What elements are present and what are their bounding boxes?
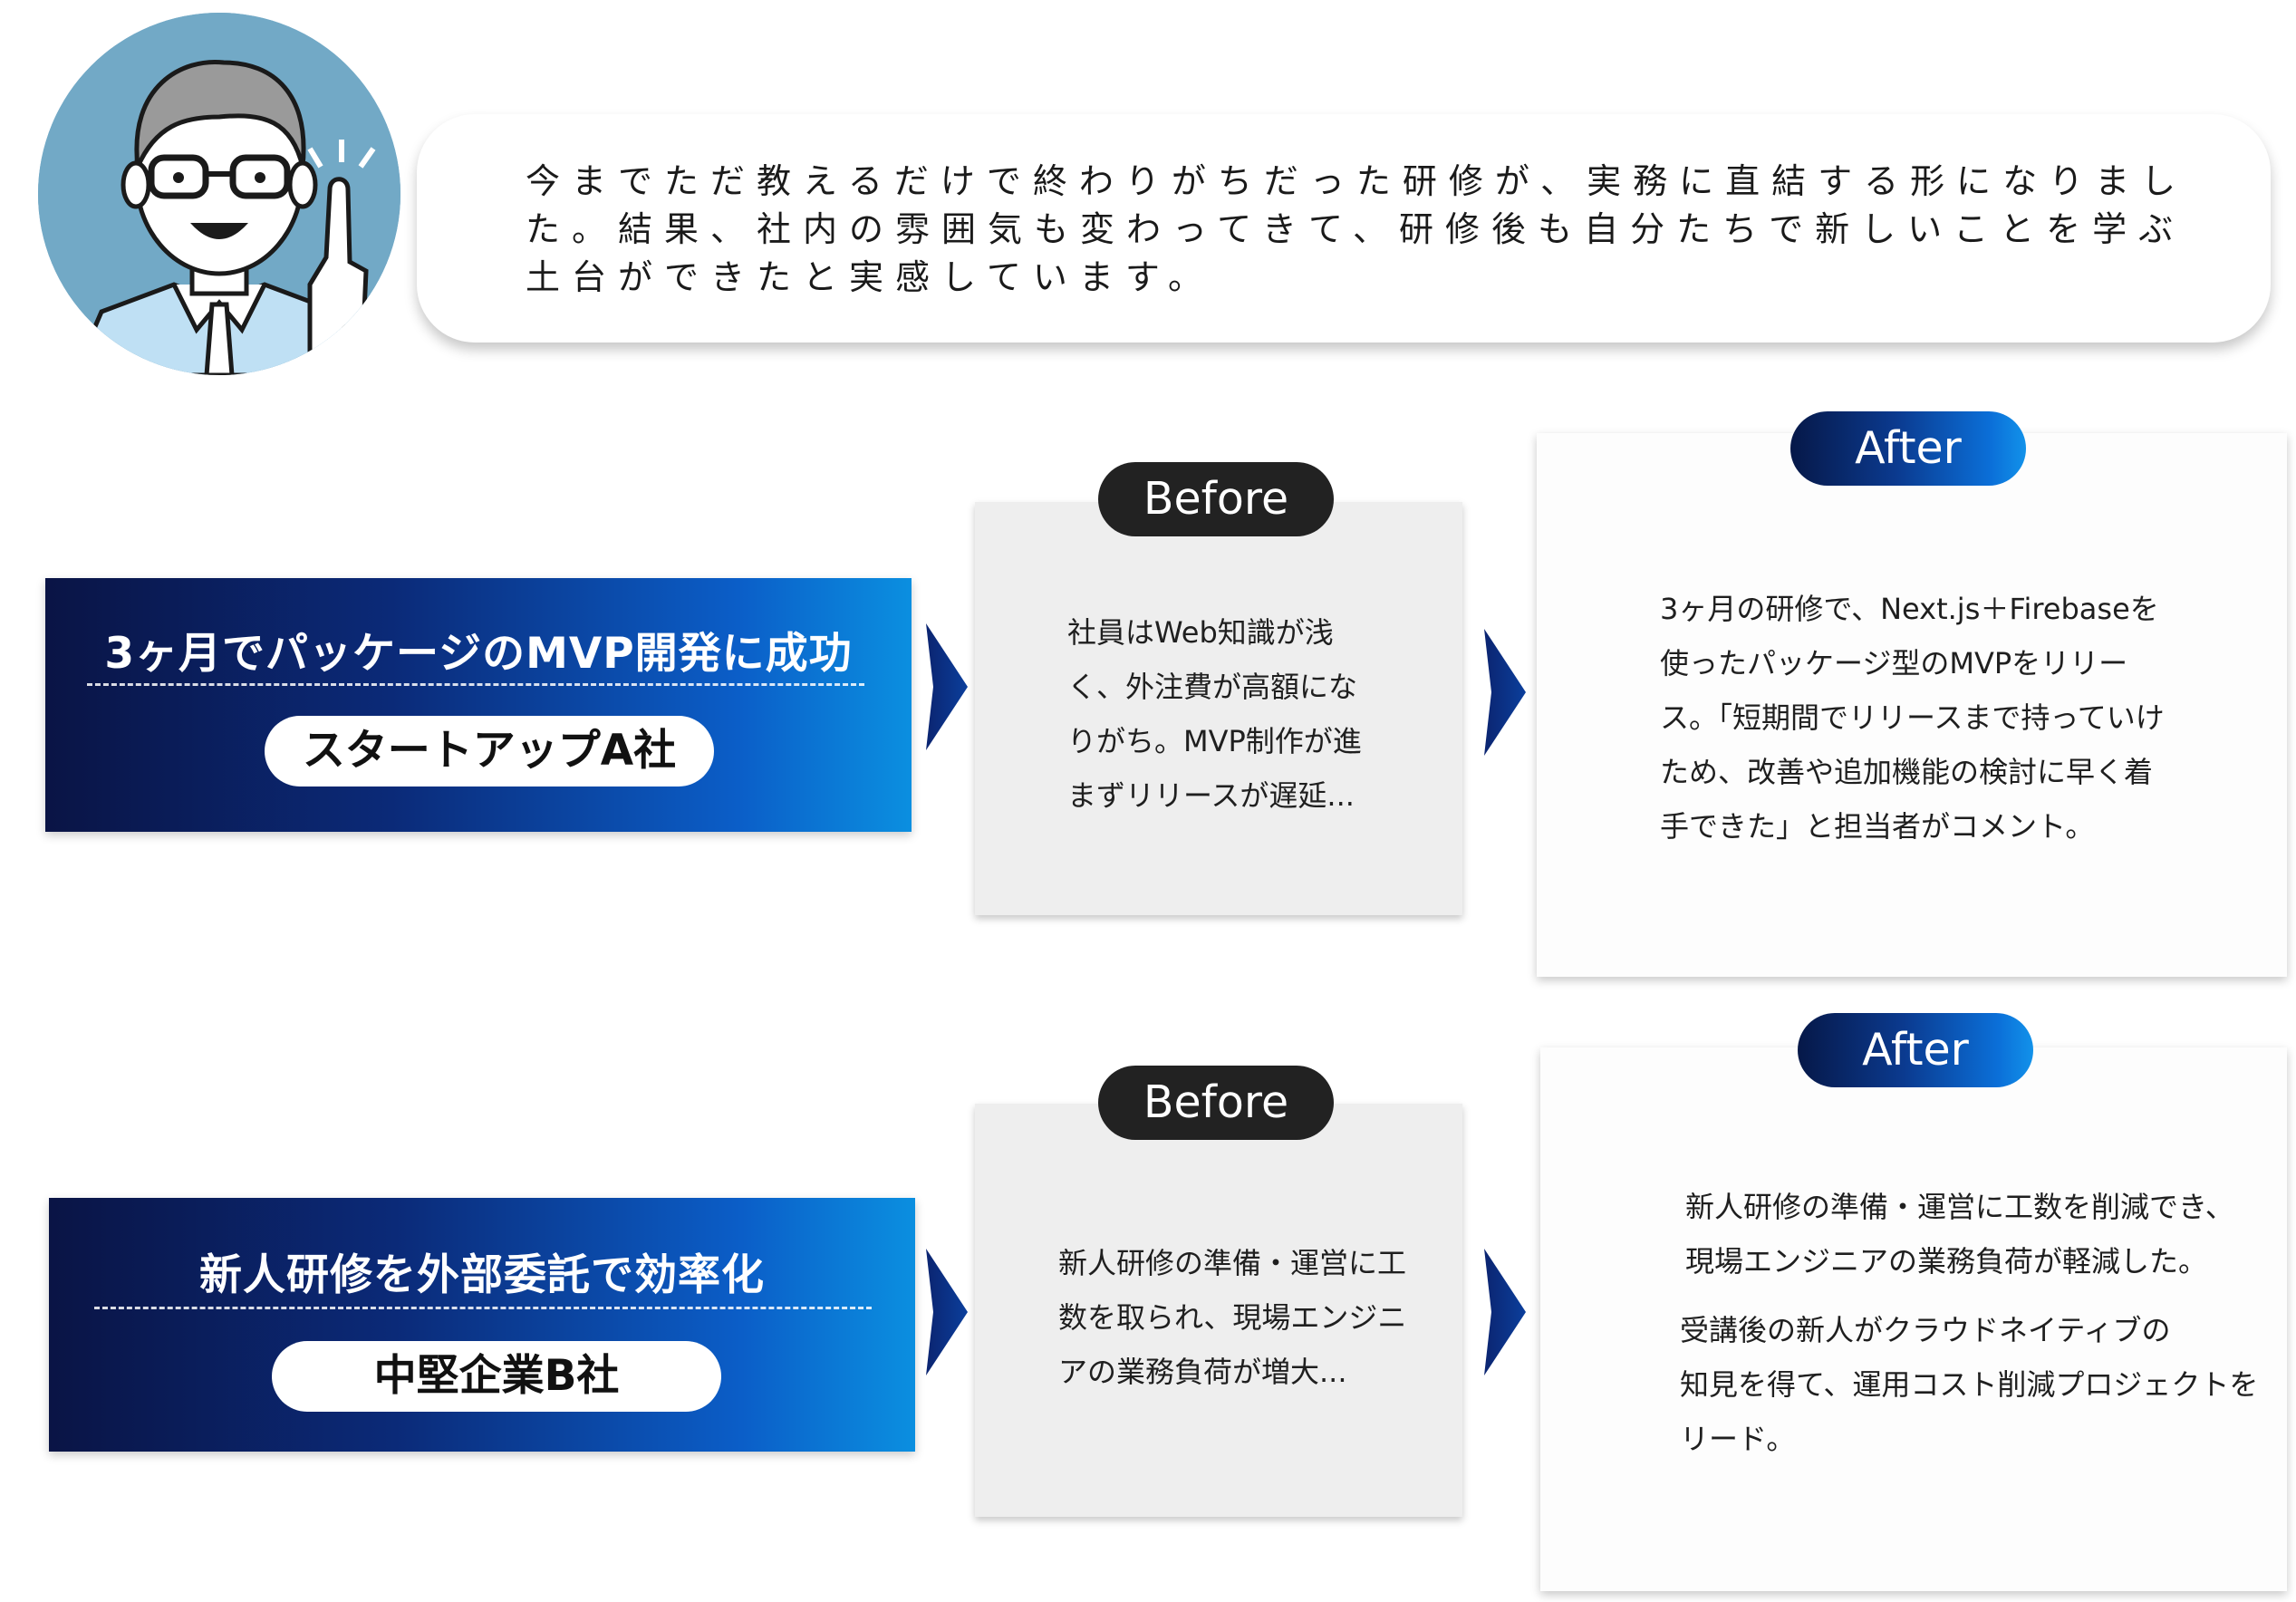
case-b-before-card: 新人研修の準備・運営に工 数を取られ、現場エンジニ アの業務負荷が増大... [975, 1104, 1462, 1517]
case-a-before-card: 社員はWeb知識が浅 く、外注費が高額にな りがち。MVP制作が進 まずリリース… [975, 502, 1462, 915]
case-a-after-text: 3ヶ月の研修で、Next.js＋Firebaseを 使ったパッケージ型のMVPを… [1660, 592, 2165, 844]
arrow-right-icon [926, 623, 968, 750]
avatar-illustration [38, 13, 400, 375]
case-a-banner: 3ヶ月でパッケージのMVP開発に成功 スタートアップA社 [45, 578, 912, 832]
man-pointing-icon [38, 13, 400, 375]
case-b-after-text-1: 新人研修の準備・運営に工数を削減でき、 現場エンジニアの業務負荷が軽減した。 [1685, 1190, 2234, 1279]
speech-bubble [417, 114, 2271, 343]
dashed-divider [94, 1307, 872, 1309]
case-a-company: スタートアップA社 [265, 716, 714, 787]
case-a-after-card: 3ヶ月の研修で、Next.js＋Firebaseを 使ったパッケージ型のMVPを… [1537, 433, 2287, 977]
arrow-right-icon [1484, 1249, 1526, 1375]
case-b-after-card: 新人研修の準備・運営に工数を削減でき、 現場エンジニアの業務負荷が軽減した。 受… [1540, 1047, 2287, 1591]
case-b-after-text-2: 受講後の新人がクラウドネイティブの 知見を得て、運用コスト削減プロジェクトを リ… [1680, 1313, 2259, 1456]
case-b-company: 中堅企業B社 [272, 1341, 721, 1412]
case-b-before-text: 新人研修の準備・運営に工 数を取られ、現場エンジニ アの業務負荷が増大... [1058, 1246, 1407, 1389]
case-a-before-text: 社員はWeb知識が浅 く、外注費が高額にな りがち。MVP制作が進 まずリリース… [1067, 615, 1362, 813]
case-a-after-label: After [1790, 411, 2026, 486]
case-a-before-label: Before [1098, 462, 1334, 536]
dashed-divider [87, 683, 864, 686]
case-b-after-label: After [1798, 1013, 2033, 1087]
arrow-right-icon [1484, 629, 1526, 756]
case-a-title: 3ヶ月でパッケージのMVP開発に成功 [104, 629, 853, 679]
testimonial-quote: 今までただ教えるだけで終わりがちだった研修が、実務に直結する形になりました。結果… [526, 161, 2188, 297]
case-b-before-label: Before [1098, 1066, 1334, 1140]
case-b-title: 新人研修を外部委託で効率化 [199, 1250, 765, 1300]
case-b-banner: 新人研修を外部委託で効率化 中堅企業B社 [49, 1198, 915, 1452]
arrow-right-icon [926, 1249, 968, 1375]
